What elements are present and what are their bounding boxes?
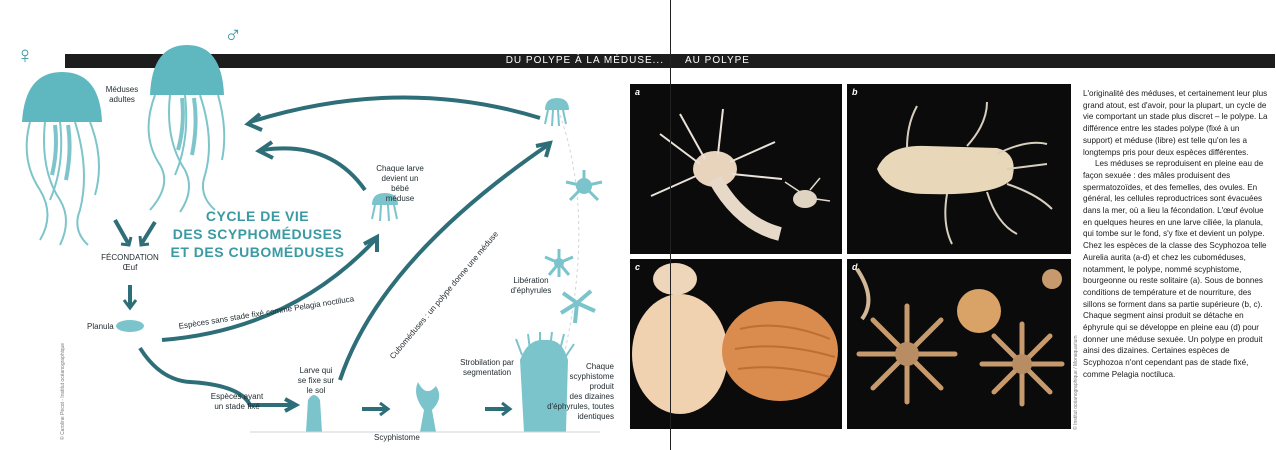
each-line-6: identiques: [577, 412, 614, 421]
female-symbol-icon: ♀: [16, 42, 34, 69]
diagram-graphics: [22, 45, 603, 433]
photo-a: a: [630, 84, 842, 254]
fixed-stage-label: Espèces ayant un stade fixé: [205, 392, 269, 412]
strobilation-label: Strobilation par segmentation: [456, 358, 518, 378]
scyphistome-produces-label: Chaque scyphistome produit des dizaines …: [540, 362, 614, 422]
egg-text: Œuf: [122, 263, 138, 272]
photo-c-letter: c: [635, 262, 641, 272]
ephyra-stages: [371, 98, 603, 324]
liberation-line-2: d'éphyrules: [510, 286, 552, 295]
diagram-credit: © Caroline Pécot - Institut océanographi…: [60, 342, 66, 440]
liberation-line-1: Libération: [513, 276, 549, 285]
fecondation-text: FÉCONDATION: [101, 253, 159, 262]
fertilization-arrows: [113, 219, 157, 311]
adult-label-line-2: adultes: [109, 95, 135, 104]
each-line-4: des dizaines: [569, 392, 614, 401]
photo-c: c: [630, 259, 842, 429]
each-line-1: Chaque: [585, 362, 614, 371]
ephyra-dotted-path: [554, 114, 580, 391]
larva-line-2: devient un bébé: [381, 174, 419, 193]
each-line-5: d'éphyrules, toutes: [547, 402, 614, 411]
photo-d-letter: d: [852, 262, 858, 272]
header-right-title: AU POLYPE: [685, 55, 750, 66]
cycle-title: CYCLE DE VIE DES SCYPHOMÉDUSES ET DES CU…: [170, 207, 345, 261]
scyphistome-label: Scyphistome: [374, 433, 420, 442]
cycle-title-line-3: ET DES CUBOMÉDUSES: [170, 244, 345, 260]
photo-b: b: [847, 84, 1071, 254]
male-symbol-icon: ♂: [224, 22, 242, 49]
ephyrae-release-label: Libération d'éphyrules: [506, 276, 556, 296]
strobilation-line-2: segmentation: [462, 368, 512, 377]
planula-illustration: [116, 320, 144, 332]
female-jellyfish-illustration: [22, 72, 102, 246]
photo-d-illustration: [855, 267, 1065, 407]
strobilation-line-1: Strobilation par: [460, 358, 514, 367]
polyp-stages: [306, 331, 575, 432]
header-left-title: DU POLYPE À LA MÉDUSE...: [505, 55, 664, 66]
larva-fix-line-3: le sol: [306, 386, 326, 395]
photo-a-illustration: [650, 108, 831, 241]
photo-b-letter: b: [852, 87, 858, 97]
cycle-title-line-1: CYCLE DE VIE: [205, 208, 310, 224]
adult-label-line-1: Méduses: [105, 85, 139, 94]
planula-label: Planula: [87, 322, 114, 331]
life-cycle-diagram: ♀ ♂ Méduses adultes FÉCONDATION Œuf Plan…: [16, 22, 614, 443]
photo-a-letter: a: [635, 87, 641, 97]
fixed-stage-line-1: Espèces ayant: [210, 392, 264, 401]
larva-fix-line-1: Larve qui: [299, 366, 333, 375]
larva-label: Chaque larve devient un bébé méduse: [372, 164, 428, 204]
cycle-arrows: [138, 95, 553, 417]
each-line-3: produit: [589, 382, 614, 391]
fixed-stage-line-2: un stade fixé: [214, 402, 260, 411]
photo-c-illustration: [632, 263, 838, 414]
article-paragraph-1: L'originalité des méduses, et certaineme…: [1083, 89, 1268, 157]
page-gutter: [670, 0, 671, 450]
photo-credit: © Institut océanographique / Monaquarium: [1073, 335, 1079, 430]
fertilization-label: FÉCONDATION Œuf: [92, 253, 168, 273]
male-jellyfish-illustration: [147, 45, 226, 213]
article-paragraph-2: Les méduses se reproduisent en pleine ea…: [1083, 159, 1267, 379]
photo-d: d: [847, 259, 1071, 429]
cycle-title-line-2: DES SCYPHOMÉDUSES: [172, 226, 343, 242]
larva-line-1: Chaque larve: [376, 164, 424, 173]
larva-line-3: méduse: [385, 194, 415, 203]
photo-b-illustration: [877, 101, 1053, 245]
larva-fix-line-2: se fixe sur: [297, 376, 335, 385]
adult-medusae-label: Méduses adultes: [103, 85, 141, 105]
each-line-2: scyphistome: [569, 372, 614, 381]
larva-fixes-label: Larve qui se fixe sur le sol: [293, 366, 339, 396]
article-text: L'originalité des méduses, et certaineme…: [1083, 88, 1268, 381]
